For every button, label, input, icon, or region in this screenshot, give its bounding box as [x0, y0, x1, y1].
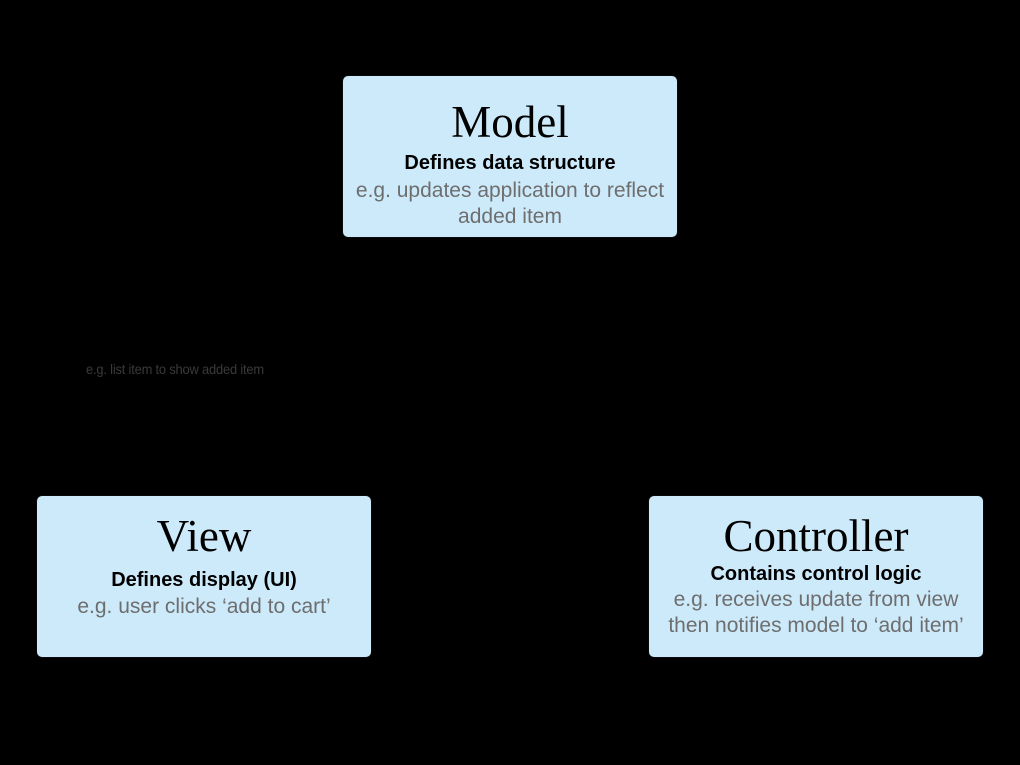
card-view-note: e.g. user clicks ‘add to cart’	[77, 595, 331, 618]
card-controller-note: e.g. receives update from view then noti…	[668, 588, 964, 637]
card-model-subtitle: Defines data structure	[404, 152, 616, 174]
card-model-title: Model	[451, 97, 569, 147]
card-model-note: e.g. updates application to reflect adde…	[355, 179, 665, 228]
card-view[interactable]: View Defines display (UI) e.g. user clic…	[36, 495, 372, 658]
annotation-list-item: e.g. list item to show added item	[86, 361, 264, 377]
card-view-subtitle: Defines display (UI)	[111, 569, 297, 591]
card-controller-subtitle: Contains control logic	[710, 563, 922, 585]
card-model[interactable]: Model Defines data structure e.g. update…	[342, 75, 678, 238]
card-controller-title: Controller	[723, 511, 909, 561]
card-view-title: View	[156, 511, 252, 561]
card-controller[interactable]: Controller Contains control logic e.g. r…	[648, 495, 984, 658]
